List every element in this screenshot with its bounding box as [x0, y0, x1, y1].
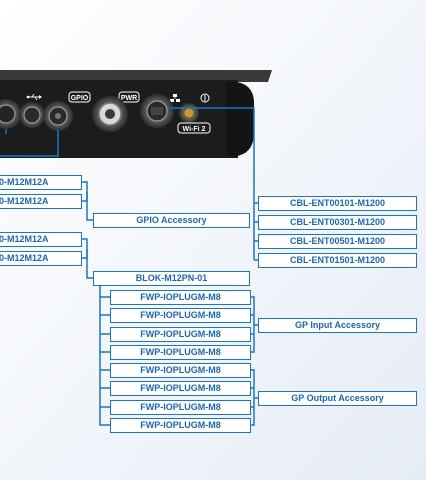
device-top-edge	[0, 70, 272, 82]
port-usb	[19, 93, 45, 128]
ethernet-cable-label: CBL-ENT01501-M1200	[258, 253, 417, 268]
line-cable-branches	[253, 202, 258, 261]
left-cable-label: 0-M12M12A	[0, 175, 82, 190]
port-pwr: PWR	[92, 91, 140, 132]
line-blok-trunk	[99, 285, 110, 426]
ethernet-cable-label: CBL-ENT00101-M1200	[258, 196, 417, 211]
port-ethernet	[140, 94, 180, 128]
device: GPIO PWR	[0, 70, 272, 158]
gp-output-accessory-label: GP Output Accessory	[258, 391, 417, 406]
ethernet-cable-label: CBL-ENT00301-M1200	[258, 215, 417, 230]
plug-label: FWP-IOPLUGM-M8	[110, 308, 251, 323]
bracket-left-2	[82, 238, 88, 259]
plug-label: FWP-IOPLUGM-M8	[110, 363, 251, 378]
line-gpio-left	[0, 130, 59, 157]
bracket-gp-input	[251, 296, 258, 353]
port-label-wifi2: Wi-Fi 2	[183, 126, 206, 133]
connector-lines	[0, 107, 258, 426]
bracket-left-1	[82, 181, 88, 202]
blok-label: BLOK-M12PN-01	[93, 271, 250, 286]
plug-label: FWP-IOPLUGM-M8	[110, 345, 251, 360]
plug-label: FWP-IOPLUGM-M8	[110, 327, 251, 342]
port-label-pwr: PWR	[121, 95, 137, 102]
bracket-gp-output	[251, 369, 258, 426]
line-ethernet	[171, 107, 258, 242]
plug-label: FWP-IOPLUGM-M8	[110, 400, 251, 415]
left-cable-label: 0-M12M12A	[0, 251, 82, 266]
gpio-accessory-label: GPIO Accessory	[93, 213, 250, 228]
plug-label: FWP-IOPLUGM-M8	[110, 418, 251, 433]
line-to-blok	[86, 249, 93, 279]
left-cable-label: 0-M12M12A	[0, 232, 82, 247]
antenna-icon	[200, 93, 210, 103]
ethernet-icon	[170, 94, 180, 102]
port-gpio: GPIO	[43, 91, 91, 131]
device-side-cap	[226, 82, 254, 156]
port-partial	[0, 99, 21, 129]
plug-label: FWP-IOPLUGM-M8	[110, 290, 251, 305]
line-to-gpio-accessory	[86, 192, 93, 221]
left-cable-label: 0-M12M12A	[0, 194, 82, 209]
usb-icon	[26, 93, 42, 101]
port-label-gpio: GPIO	[71, 95, 89, 102]
gp-input-accessory-label: GP Input Accessory	[258, 318, 417, 333]
ethernet-cable-label: CBL-ENT00501-M1200	[258, 234, 417, 249]
plug-label: FWP-IOPLUGM-M8	[110, 381, 251, 396]
line-plug-branches	[100, 296, 110, 408]
